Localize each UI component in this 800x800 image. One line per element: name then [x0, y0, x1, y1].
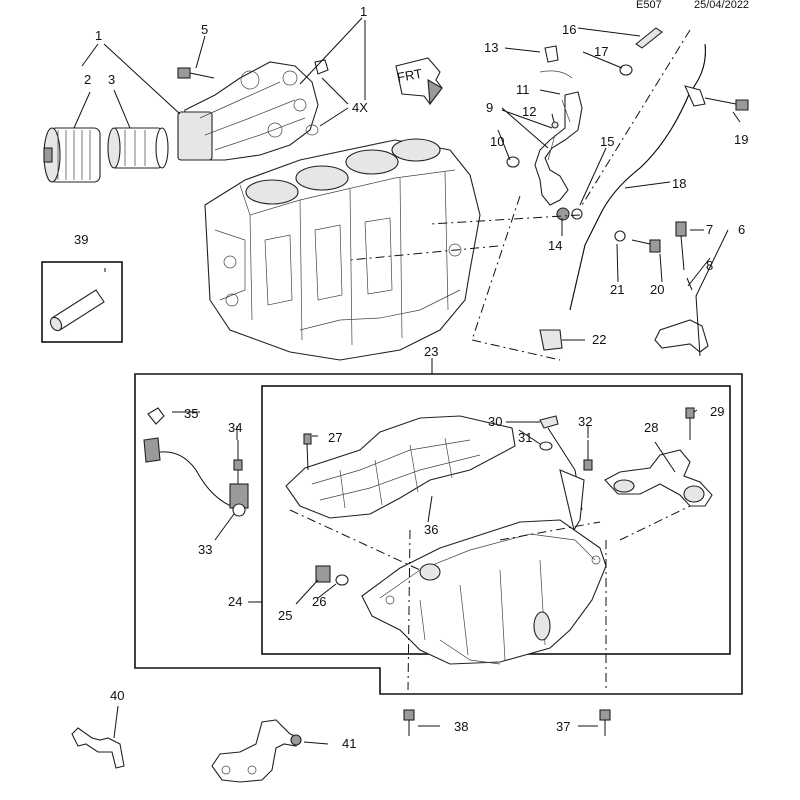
callout-34: 34 — [228, 420, 242, 435]
diagram-code: E507 — [636, 0, 662, 11]
front-direction-marker: FRT — [395, 57, 443, 106]
front-direction-label: FRT — [396, 66, 423, 85]
callout-13: 13 — [484, 40, 498, 55]
callout-23: 23 — [424, 344, 438, 359]
callout-25: 25 — [278, 608, 292, 623]
callout-29: 29 — [710, 404, 724, 419]
callout-7: 7 — [706, 222, 713, 237]
callout-26: 26 — [312, 594, 326, 609]
oil-pan-group-outline — [134, 373, 743, 695]
callout-15: 15 — [600, 134, 614, 149]
callout-6: 6 — [738, 222, 745, 237]
hidden-lines-top — [349, 29, 691, 361]
pan-bolt-38 — [403, 709, 440, 736]
callout-5: 5 — [201, 22, 208, 37]
callout-38: 38 — [454, 719, 468, 734]
callout-1: 1 — [360, 4, 367, 19]
callout-31: 31 — [518, 430, 532, 445]
callout-10: 10 — [490, 134, 504, 149]
callout-14: 14 — [548, 238, 562, 253]
callout-28: 28 — [644, 420, 658, 435]
oil-level-sensor-assembly — [654, 221, 709, 353]
callout-12: 12 — [522, 104, 536, 119]
callout-39: 39 — [74, 232, 88, 247]
oil-pan — [361, 519, 607, 665]
callout-1: 1 — [95, 28, 102, 43]
oil-filter-housing — [177, 61, 319, 161]
oil-dipstick — [619, 27, 663, 76]
callout-35: 35 — [184, 406, 198, 421]
part-39-box — [41, 261, 123, 343]
crankcase-vent-hose — [506, 45, 583, 221]
bracket-40 — [71, 705, 125, 769]
callout-4x: 4X — [352, 100, 368, 115]
oil-pickup-tube — [604, 407, 713, 507]
callout-41: 41 — [342, 736, 356, 751]
callout-24: 24 — [228, 594, 242, 609]
oil-baffle-plate — [285, 415, 516, 519]
callout-32: 32 — [578, 414, 592, 429]
oil-filter-cap — [43, 127, 101, 183]
callout-33: 33 — [198, 542, 212, 557]
callout-22: 22 — [592, 332, 606, 347]
dipstick-guide-tube — [539, 43, 749, 351]
oil-filter-spare-cartridge — [49, 289, 105, 332]
leader-lines-top — [73, 17, 741, 357]
oil-pressure-sensor-harness — [143, 407, 249, 517]
callout-20: 20 — [650, 282, 664, 297]
engine-block — [204, 138, 481, 361]
bolt-5 — [177, 67, 215, 79]
callout-11: 11 — [516, 82, 530, 97]
bracket-41 — [211, 719, 329, 783]
diagram-date: 25/04/2022 — [694, 0, 749, 11]
callout-2: 2 — [84, 72, 91, 87]
hidden-lines-bottom — [289, 505, 691, 691]
callout-19: 19 — [734, 132, 748, 147]
callout-40: 40 — [110, 688, 124, 703]
leader-lines-bottom — [172, 409, 698, 605]
drain-plug — [315, 565, 349, 586]
callout-8: 8 — [706, 258, 713, 273]
pan-bolt-37 — [578, 709, 611, 736]
callout-18: 18 — [672, 176, 686, 191]
oil-filter-element — [107, 127, 169, 169]
callout-16: 16 — [562, 22, 576, 37]
callout-21: 21 — [610, 282, 624, 297]
callout-30: 30 — [488, 414, 502, 429]
callout-9: 9 — [486, 100, 493, 115]
callout-3: 3 — [108, 72, 115, 87]
callout-36: 36 — [424, 522, 438, 537]
oil-level-dipstick-tube-lower — [539, 415, 593, 532]
callout-labels: 1 1 2 3 4X 5 6 7 8 9 10 11 12 13 14 15 1… — [74, 4, 748, 751]
callout-37: 37 — [556, 719, 570, 734]
callout-17: 17 — [594, 44, 608, 59]
callout-27: 27 — [328, 430, 342, 445]
